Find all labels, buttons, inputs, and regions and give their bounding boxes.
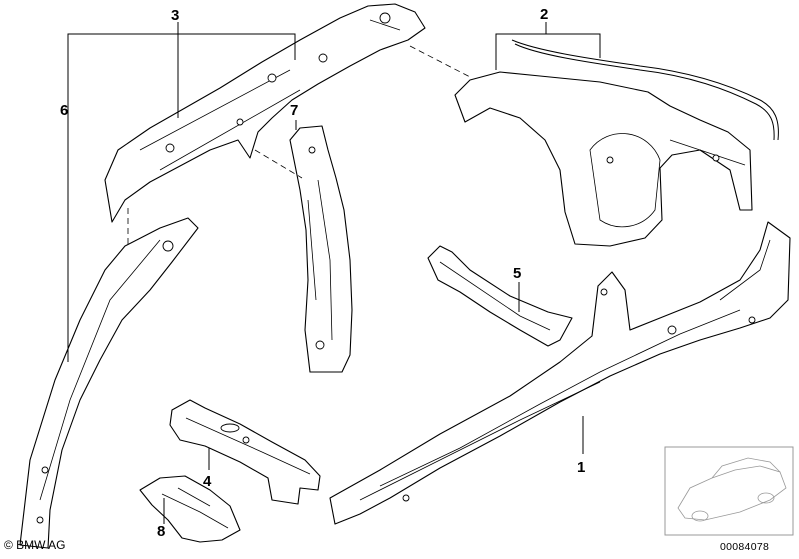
callout-2: 2 xyxy=(540,6,548,23)
part-7-b-pillar xyxy=(289,125,353,373)
leader-6-bracket xyxy=(67,33,296,362)
callout-4: 4 xyxy=(203,473,212,490)
callout-7: 7 xyxy=(290,102,298,119)
dash-line-7 xyxy=(254,149,303,179)
diagram-part-number: 00084078 xyxy=(720,541,770,553)
part-6-a-pillar-lower xyxy=(19,217,199,549)
part-8-bracket xyxy=(139,475,241,543)
part-3-roof-rail xyxy=(104,3,426,223)
callout-5: 5 xyxy=(513,265,521,282)
part-1-side-sill xyxy=(329,221,791,525)
callout-6: 6 xyxy=(60,102,68,119)
dash-line-2 xyxy=(409,45,473,79)
part-5-bracket xyxy=(427,245,573,347)
leader-2-bracket xyxy=(495,33,601,70)
callout-3: 3 xyxy=(171,7,179,24)
part-4-cross-member xyxy=(169,399,321,505)
part-2-rear-quarter xyxy=(454,39,779,247)
car-thumbnail-icon xyxy=(664,446,794,536)
copyright-label: © BMW AG xyxy=(4,538,66,552)
callout-1: 1 xyxy=(577,459,585,476)
callout-8: 8 xyxy=(157,523,165,540)
